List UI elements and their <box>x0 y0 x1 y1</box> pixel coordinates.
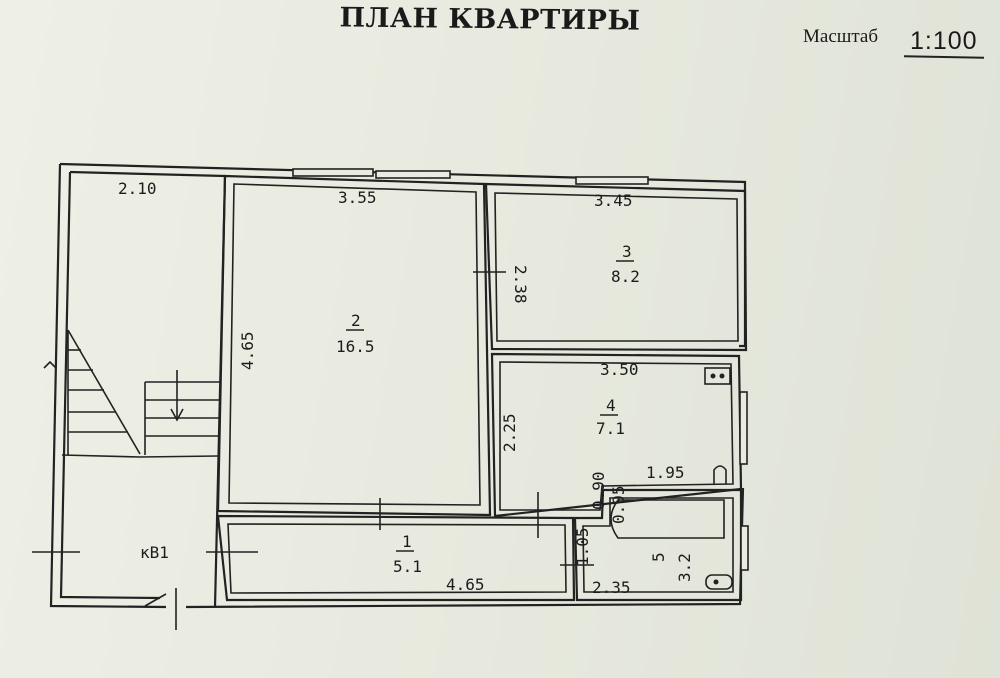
room-5-walls <box>573 488 743 602</box>
dim-left-top: 2.10 <box>118 179 157 198</box>
dim-room4-height: 2.25 <box>500 413 519 452</box>
window-room2-b <box>375 170 451 179</box>
window-room5 <box>740 525 749 571</box>
outer-wall-left-inner <box>59 171 161 600</box>
room-3-number: 3 <box>622 242 632 261</box>
exterior-walls <box>49 162 747 609</box>
room-2-inner-outline <box>228 183 481 506</box>
hall-wall-right <box>213 175 227 608</box>
dim-room5-height: 1.05 <box>573 527 592 566</box>
room-3-outline <box>484 182 748 352</box>
room-2-area: 16.5 <box>336 337 375 356</box>
room-5-inner-outline <box>582 497 734 593</box>
dimension-labels: 2.10 3.55 4.65 3.45 2.38 3.50 2.25 1.95 … <box>118 179 685 597</box>
corner-arrow-icon <box>43 360 57 369</box>
toilet-icon <box>705 574 733 590</box>
room-1-outline <box>216 514 576 602</box>
room-5-number: 5 <box>649 552 668 562</box>
stair-steps-left <box>68 349 128 433</box>
stair-label: кВ1 <box>140 543 169 562</box>
room-5-outline <box>573 488 743 602</box>
room-1-walls <box>216 514 576 602</box>
scale-value: 1:100 <box>910 27 978 55</box>
room-4-inner-outline <box>499 361 734 511</box>
dim-room4-width: 3.50 <box>600 360 639 379</box>
room-5-area: 3.2 <box>675 553 694 582</box>
dim-room5-width: 2.35 <box>592 578 631 597</box>
room-1-area: 5.1 <box>393 557 422 576</box>
room-2-number: 2 <box>351 311 361 330</box>
stair-hall <box>61 175 227 608</box>
door-marks <box>32 271 594 630</box>
dim-room2-width: 3.55 <box>338 188 377 207</box>
fixtures <box>610 367 733 590</box>
window-room2-a <box>292 168 374 177</box>
room-1-number: 1 <box>402 532 412 551</box>
sink-icon <box>713 465 727 484</box>
window-room4 <box>739 391 748 465</box>
room-3-inner-outline <box>494 192 739 342</box>
dim-room2-height: 4.65 <box>238 331 257 370</box>
outer-wall-left <box>49 163 167 609</box>
dim-small-b: 0.95 <box>609 485 628 524</box>
window-room3 <box>575 176 649 185</box>
room-3-area: 8.2 <box>611 267 640 286</box>
room-4-area: 7.1 <box>596 419 625 438</box>
room-3-walls <box>484 182 748 352</box>
outer-wall-top <box>59 162 747 348</box>
room-1-inner-outline <box>227 523 567 594</box>
stair-diagonal <box>67 329 141 455</box>
dim-room3-width: 3.45 <box>594 191 633 210</box>
stair-steps-right <box>144 381 220 455</box>
hall-divider <box>61 454 219 458</box>
down-arrow-icon <box>170 370 184 422</box>
dim-room3-height: 2.38 <box>511 265 530 304</box>
bathtub-icon <box>610 499 725 539</box>
room-4-number: 4 <box>606 396 616 415</box>
dim-small-a: 0.90 <box>589 471 608 510</box>
outer-wall-top-inner <box>69 170 226 178</box>
stove-icon <box>704 367 731 385</box>
room-labels: 2 16.5 3 8.2 4 7.1 1 5.1 5 3.2 кВ1 <box>140 242 694 582</box>
scale-label: Масштаб <box>803 26 879 47</box>
windows <box>292 168 749 571</box>
dim-room4-bottom: 1.95 <box>646 463 685 482</box>
dim-room1-width: 4.65 <box>446 575 485 594</box>
